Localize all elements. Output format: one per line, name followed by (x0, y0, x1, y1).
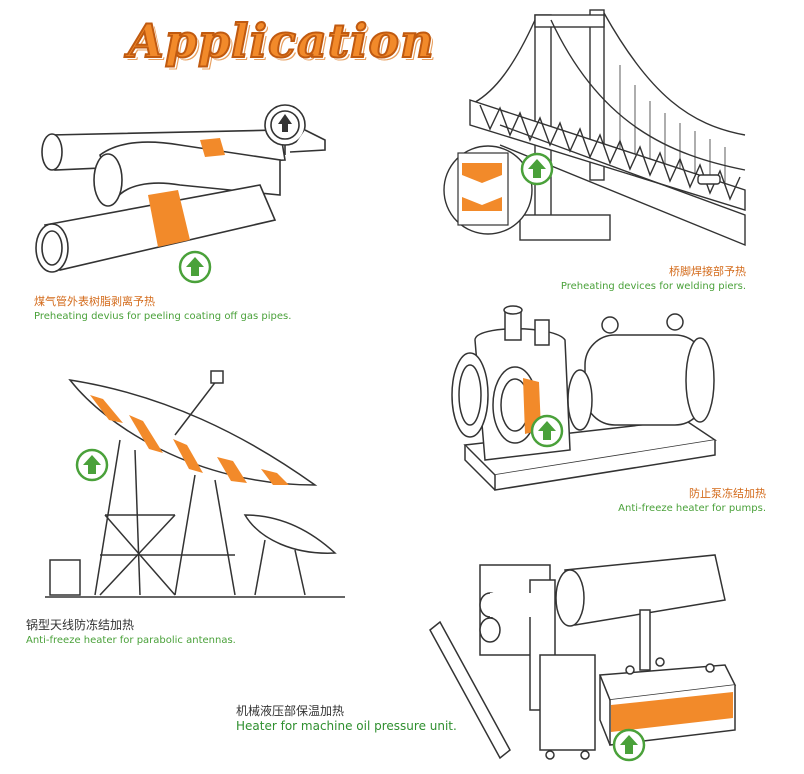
caption-oil-pressure: 机械液压部保温加热 Heater for machine oil pressur… (236, 704, 457, 734)
oil-pressure-unit-illustration (429, 554, 737, 760)
caption-zh: 机械液压部保温加热 (236, 704, 345, 718)
caption-en: Anti-freeze heater for parabolic antenna… (26, 635, 236, 646)
up-arrow-icon (75, 448, 109, 482)
heater-band (200, 138, 225, 157)
heater-band (462, 197, 502, 211)
caption-zh: 桥脚焊接部予热 (669, 265, 746, 278)
pump-illustration (451, 305, 718, 491)
caption-en: Anti-freeze heater for pumps. (618, 503, 766, 514)
caption-zh: 锅型天线防冻结加热 (26, 618, 135, 632)
heater-band (261, 469, 289, 485)
up-arrow-icon (530, 414, 564, 448)
caption-en: Preheating devices for welding piers. (560, 281, 746, 292)
caption-gas-pipes: 煤气管外表树脂剥离予热 Preheating devius for peelin… (34, 294, 291, 324)
heater-band (90, 395, 123, 423)
bridge-illustration (443, 9, 746, 247)
up-arrow-icon (178, 250, 212, 284)
caption-antenna: 锅型天线防冻结加热 Anti-freeze heater for parabol… (26, 618, 236, 648)
up-arrow-icon (520, 152, 554, 186)
heater-band (173, 439, 203, 473)
heater-band (129, 415, 163, 453)
caption-zh: 防止泵冻结加热 (689, 487, 766, 500)
caption-en: Heater for machine oil pressure unit. (236, 719, 457, 733)
up-arrow-icon (612, 728, 646, 762)
caption-zh: 煤气管外表树脂剥离予热 (34, 295, 155, 308)
caption-bridge: 桥脚焊接部予热 Preheating devices for welding p… (561, 264, 746, 294)
caption-pump: 防止泵冻结加热 Anti-freeze heater for pumps. (618, 486, 766, 516)
caption-en: Preheating devius for peeling coating of… (34, 311, 292, 322)
gas-pipes-illustration (35, 104, 326, 273)
heater-band (217, 457, 247, 483)
heater-band (148, 190, 190, 247)
page-title: Application (127, 13, 435, 69)
heater-band (462, 163, 502, 183)
heater-band (611, 692, 733, 732)
antenna-illustration (45, 370, 345, 598)
